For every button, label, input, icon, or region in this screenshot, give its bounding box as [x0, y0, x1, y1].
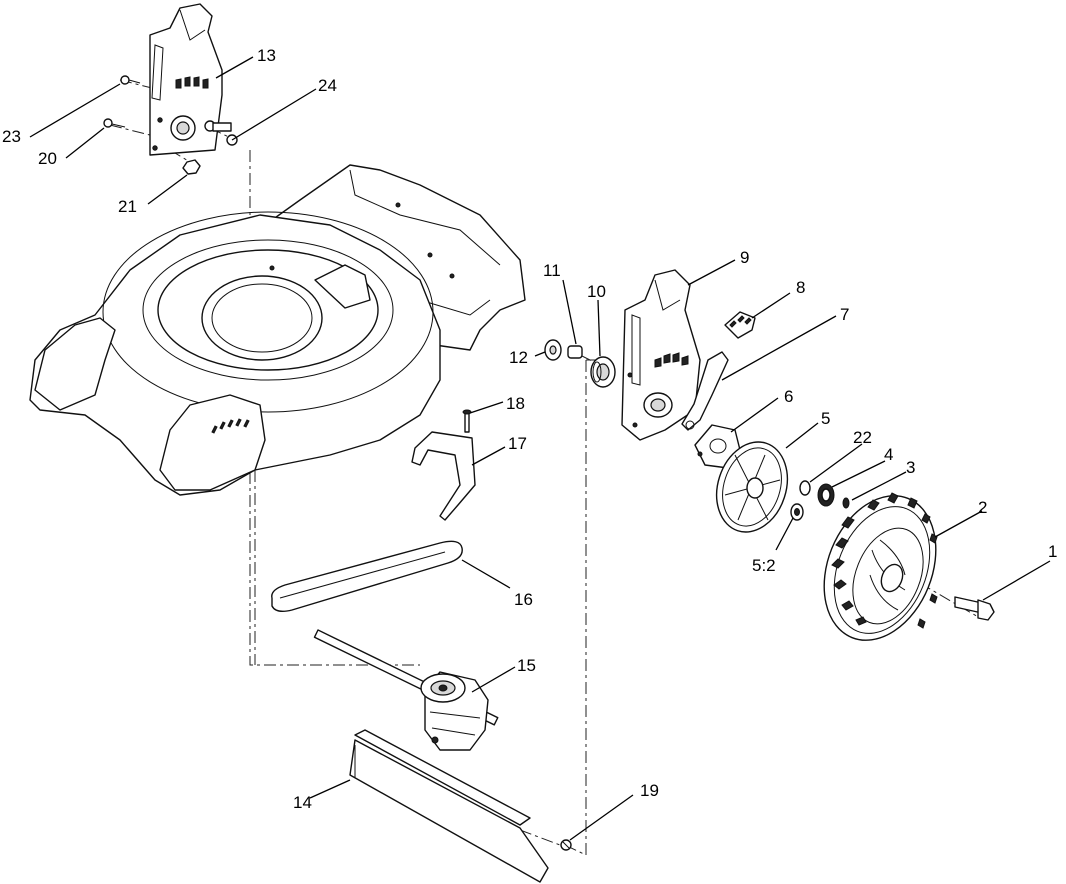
callout-18: 18 [506, 394, 525, 413]
callout-15: 15 [517, 656, 536, 675]
washer-22 [799, 480, 811, 496]
callout-24: 24 [318, 76, 337, 95]
wheel-2 [823, 492, 938, 641]
bushing-11 [567, 345, 583, 359]
callout-11: 11 [543, 261, 561, 280]
leader-lines [29, 56, 1051, 841]
callout-10: 10 [587, 282, 606, 301]
callouts: 1 2 3 4 5 5:2 6 7 8 9 10 11 12 13 14 15 … [2, 46, 1057, 812]
spacer-12 [544, 339, 562, 361]
callout-7: 7 [840, 305, 849, 324]
front-height-adjuster-bracket [149, 3, 223, 156]
belt-guide-bracket-17 [411, 431, 476, 521]
callout-9: 9 [740, 248, 749, 267]
washer-5-2 [790, 503, 804, 521]
rear-height-adjuster-bracket [621, 269, 701, 441]
callout-21: 21 [118, 197, 137, 216]
callout-22: 22 [853, 428, 872, 447]
screw-18 [462, 409, 472, 433]
drive-belt-16 [271, 540, 463, 613]
callout-20: 20 [38, 149, 57, 168]
callout-6: 6 [784, 387, 793, 406]
callout-1: 1 [1048, 542, 1057, 561]
retaining-clip-3 [842, 497, 850, 509]
pinion-gear-4 [817, 483, 835, 507]
spring-clip-8 [724, 311, 756, 339]
callout-14: 14 [293, 793, 312, 812]
rear-flap-14 [349, 729, 549, 883]
callout-23: 23 [2, 127, 21, 146]
hubcap-5 [715, 441, 789, 533]
mower-deck [29, 164, 526, 496]
bolt-23 [120, 75, 141, 85]
bolt-20 [103, 118, 126, 128]
shoulder-bolt-1 [954, 596, 995, 621]
callout-19: 19 [640, 781, 659, 800]
nut-21 [182, 159, 201, 175]
callout-13: 13 [257, 46, 276, 65]
callout-17: 17 [508, 434, 527, 453]
callout-8: 8 [796, 278, 805, 297]
callout-3: 3 [906, 458, 915, 477]
callout-16: 16 [514, 590, 533, 609]
transmission-15 [313, 629, 499, 751]
screw-19 [560, 839, 572, 851]
callout-5-2: 5:2 [752, 556, 776, 575]
adjuster-lever-7 [681, 351, 729, 431]
callout-5: 5 [821, 409, 830, 428]
callout-2: 2 [978, 498, 987, 517]
bearing-10 [590, 356, 616, 388]
callout-4: 4 [884, 445, 893, 464]
callout-12: 12 [509, 348, 528, 367]
